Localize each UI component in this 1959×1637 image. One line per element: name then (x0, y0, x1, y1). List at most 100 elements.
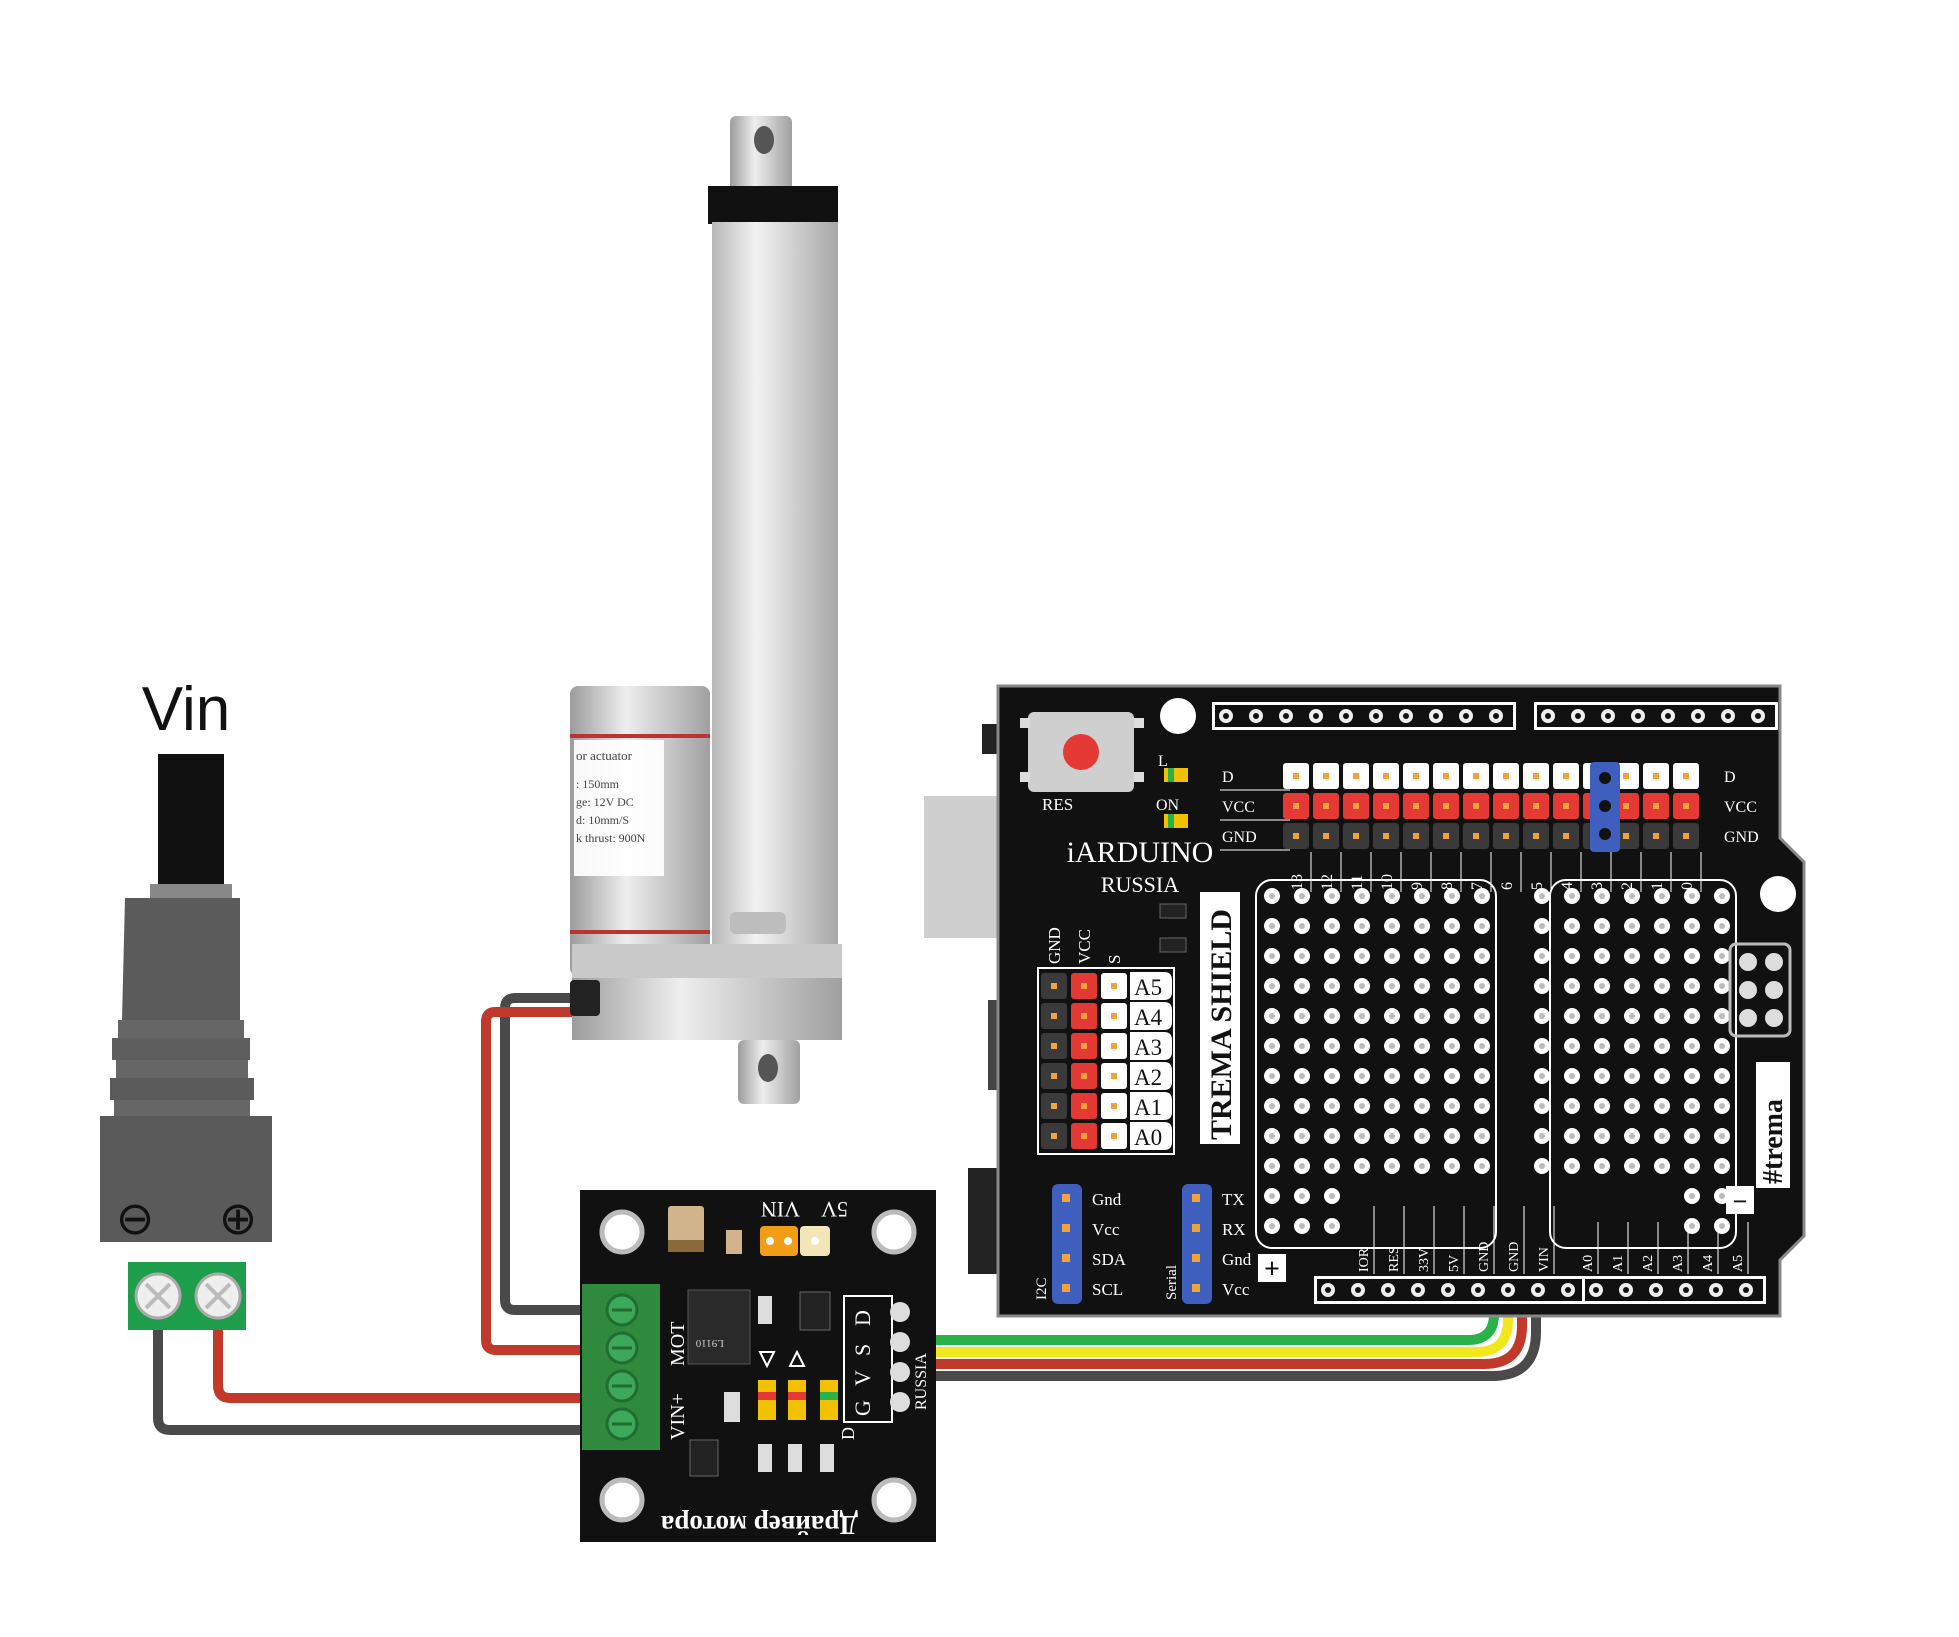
mount-hole-top-left (1160, 698, 1196, 734)
top-header-right (1534, 702, 1778, 730)
driver-pin[interactable] (890, 1332, 910, 1352)
digital-pin-number: 12 (1319, 874, 1336, 890)
trema-shield-box (1200, 892, 1240, 1144)
icsp-header (1728, 942, 1792, 1038)
actuator-tube (712, 222, 838, 946)
digital-pin-number: 7 (1469, 882, 1486, 890)
driver-pin[interactable] (890, 1302, 910, 1322)
power-pin-label: GND (1507, 1242, 1522, 1272)
digital-pin-number: 2 (1619, 882, 1636, 890)
driver-chip (687, 1289, 751, 1365)
bottom-analog-label: A4 (1701, 1255, 1716, 1272)
actuator-label (574, 740, 664, 876)
vin-title: Vin (142, 675, 231, 744)
driver-chip-label: L9110 (695, 1337, 724, 1349)
i2c-pin[interactable] (1062, 1254, 1070, 1262)
serial-pin[interactable] (1192, 1194, 1200, 1202)
digital-pin-number: 1 (1649, 882, 1666, 890)
brand-sub: RUSSIA (1101, 872, 1179, 897)
i2c-pin-label: Vcc (1092, 1220, 1120, 1239)
icsp-pin[interactable] (1765, 1009, 1783, 1027)
bottom-analog-label: A0 (1581, 1255, 1596, 1272)
led-l (1164, 768, 1188, 782)
serial-pin[interactable] (1192, 1284, 1200, 1292)
icsp-pin[interactable] (1739, 1009, 1757, 1027)
i2c-pin[interactable] (1062, 1284, 1070, 1292)
icsp-pin[interactable] (1739, 953, 1757, 971)
digital-pin-number: 5 (1529, 882, 1546, 890)
jack-plus-symbol: ⊕ (219, 1193, 258, 1244)
power-pin-label: VIN (1537, 1247, 1552, 1272)
i2c-pin[interactable] (1062, 1194, 1070, 1202)
icsp-pin[interactable] (1765, 953, 1783, 971)
driver-russia: RUSSIA (913, 1353, 930, 1410)
serial-pin[interactable] (1192, 1254, 1200, 1262)
digital-pin-number: 10 (1379, 874, 1396, 890)
row-label-left: VCC (1222, 799, 1255, 816)
power-pin-label: 33V (1417, 1248, 1432, 1272)
digital-pin-number: 4 (1559, 882, 1576, 890)
icsp-pin[interactable] (1739, 981, 1757, 999)
row-label-right: VCC (1724, 799, 1757, 816)
jack-terminal-block (100, 1116, 272, 1242)
bottom-analog-label: A5 (1731, 1255, 1746, 1272)
digital-pin-number: 9 (1409, 882, 1426, 890)
trema-tag-box (1756, 1062, 1790, 1188)
bottom-header-left (1314, 1276, 1618, 1304)
i2c-pin[interactable] (1062, 1224, 1070, 1232)
digital-pin-number: 8 (1439, 882, 1456, 890)
driver-d-bottom: D (838, 1427, 858, 1440)
power-pin-label: GND (1477, 1242, 1492, 1272)
driver-pin[interactable] (890, 1392, 910, 1412)
row-label-left: D (1222, 769, 1234, 786)
serial-pin[interactable] (1192, 1224, 1200, 1232)
driver-vin-label: VIN (761, 1197, 800, 1222)
analog-pin-label: A2 (1134, 1065, 1162, 1090)
analog-pin-label: A5 (1134, 975, 1162, 1000)
driver-jumper[interactable] (760, 1226, 798, 1256)
driver-pin[interactable] (890, 1362, 910, 1382)
trema-shield-label: TREMA SHIELD (1205, 909, 1238, 1140)
wire-vin-minus (153, 1320, 590, 1435)
icsp-pin[interactable] (1765, 981, 1783, 999)
i2c-pin-label: SDA (1092, 1250, 1127, 1269)
driver-pin-label: D (850, 1310, 875, 1326)
analog-pin-label: A4 (1134, 1005, 1163, 1030)
bottom-analog-label: A3 (1671, 1255, 1686, 1272)
brand-name: iARDUINO (1067, 836, 1214, 869)
driver-5v-label: 5V (821, 1197, 848, 1222)
driver-pin-label: S (850, 1344, 875, 1356)
analog-pin-label: A3 (1134, 1035, 1162, 1060)
serial-pin-label: TX (1222, 1190, 1245, 1209)
serial-label: Serial (1164, 1265, 1180, 1300)
mount-hole-right (1760, 876, 1796, 912)
actuator-label-line-5: k thrust: 900N (576, 831, 646, 845)
driver-title: Драйвер мотора (660, 1510, 858, 1540)
digital-pin-header (1283, 763, 1699, 849)
shield-plus: + (1264, 1254, 1280, 1285)
bottom-analog-label: A2 (1641, 1255, 1656, 1272)
trema-tag: #trema (1758, 1099, 1789, 1184)
row-label-left: GND (1222, 829, 1257, 846)
serial-pin-label: Gnd (1222, 1250, 1252, 1269)
bottom-header-right (1582, 1276, 1766, 1304)
led-on-label: ON (1156, 797, 1180, 814)
prototyping-area (1255, 879, 1737, 1249)
jack-body (122, 898, 240, 1020)
i2c-pin-label: SCL (1092, 1280, 1123, 1299)
led-l-label: L (1158, 753, 1168, 770)
power-jack: Vin ⊖ ⊕ (100, 675, 272, 1330)
linear-actuator: or actuator : 150mm ge: 12V DC d: 10mm/S… (570, 116, 842, 1104)
actuator-label-line-3: ge: 12V DC (576, 795, 634, 809)
led-on (1164, 814, 1188, 828)
actuator-label-line-1: or actuator (576, 748, 633, 763)
reset-label: RES (1042, 795, 1073, 814)
analog-header-label: S (1105, 955, 1124, 964)
